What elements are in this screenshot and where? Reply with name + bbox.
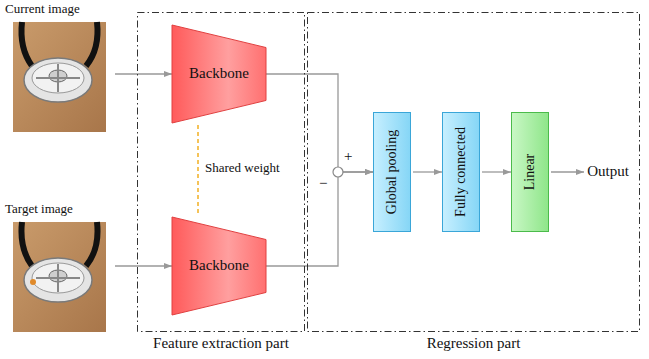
strap (21, 22, 32, 66)
flow-arrow (266, 74, 373, 172)
strap (86, 222, 98, 266)
group-caption: Regression part (267, 335, 649, 352)
flow-arrow (115, 73, 172, 74)
layer-box: Fully connected (442, 112, 480, 232)
node-label: Global pooling (384, 130, 400, 214)
trapezoid-shape (172, 217, 266, 315)
backbone-trapezoid: Backbone (172, 25, 266, 123)
part-ring (24, 58, 92, 102)
sign-label: + (344, 148, 352, 165)
backbone-trapezoid: Backbone (172, 217, 266, 315)
part-inner (32, 263, 84, 293)
sign-label: − (319, 175, 327, 192)
flow-arrow (266, 172, 373, 266)
trapezoid-shape (172, 25, 266, 123)
shared-weight-line (197, 125, 198, 215)
node-label: Backbone (189, 257, 249, 274)
strap (21, 222, 32, 266)
dash-dot-border (138, 13, 305, 332)
strap (86, 22, 98, 66)
target-photo (13, 222, 106, 332)
part-ring (24, 258, 92, 302)
layer-box: Linear (511, 112, 549, 232)
output-node: Output (584, 160, 632, 184)
image-panel: Target image (5, 202, 113, 332)
part-dot (30, 279, 36, 285)
node-label: Linear (522, 154, 538, 191)
flow-arrow (551, 171, 584, 172)
part-spoke (57, 64, 59, 92)
sum-junction (333, 167, 343, 177)
image-title: Current image (5, 2, 113, 17)
image-title: Target image (5, 202, 113, 217)
current-photo (13, 22, 106, 132)
flow-arrow (115, 265, 172, 266)
node-label: Backbone (189, 65, 249, 82)
layer-box: Global pooling (373, 112, 411, 232)
node-label: Output (587, 163, 629, 180)
node-label: Fully connected (453, 127, 469, 217)
group-caption: Feature extraction part (97, 335, 345, 352)
part-spoke (57, 264, 59, 292)
flow-arrow (482, 171, 511, 172)
dash-dot-border (308, 13, 640, 332)
image-panel: Current image (5, 2, 113, 132)
photo-ground (13, 222, 106, 332)
edge-label: Shared weight (204, 161, 281, 175)
group-box: Global pooling Fully connected Linear Outpu… (307, 12, 640, 332)
photo-ground (13, 22, 106, 132)
flow-arrow (413, 171, 442, 172)
part-inner (32, 63, 84, 93)
